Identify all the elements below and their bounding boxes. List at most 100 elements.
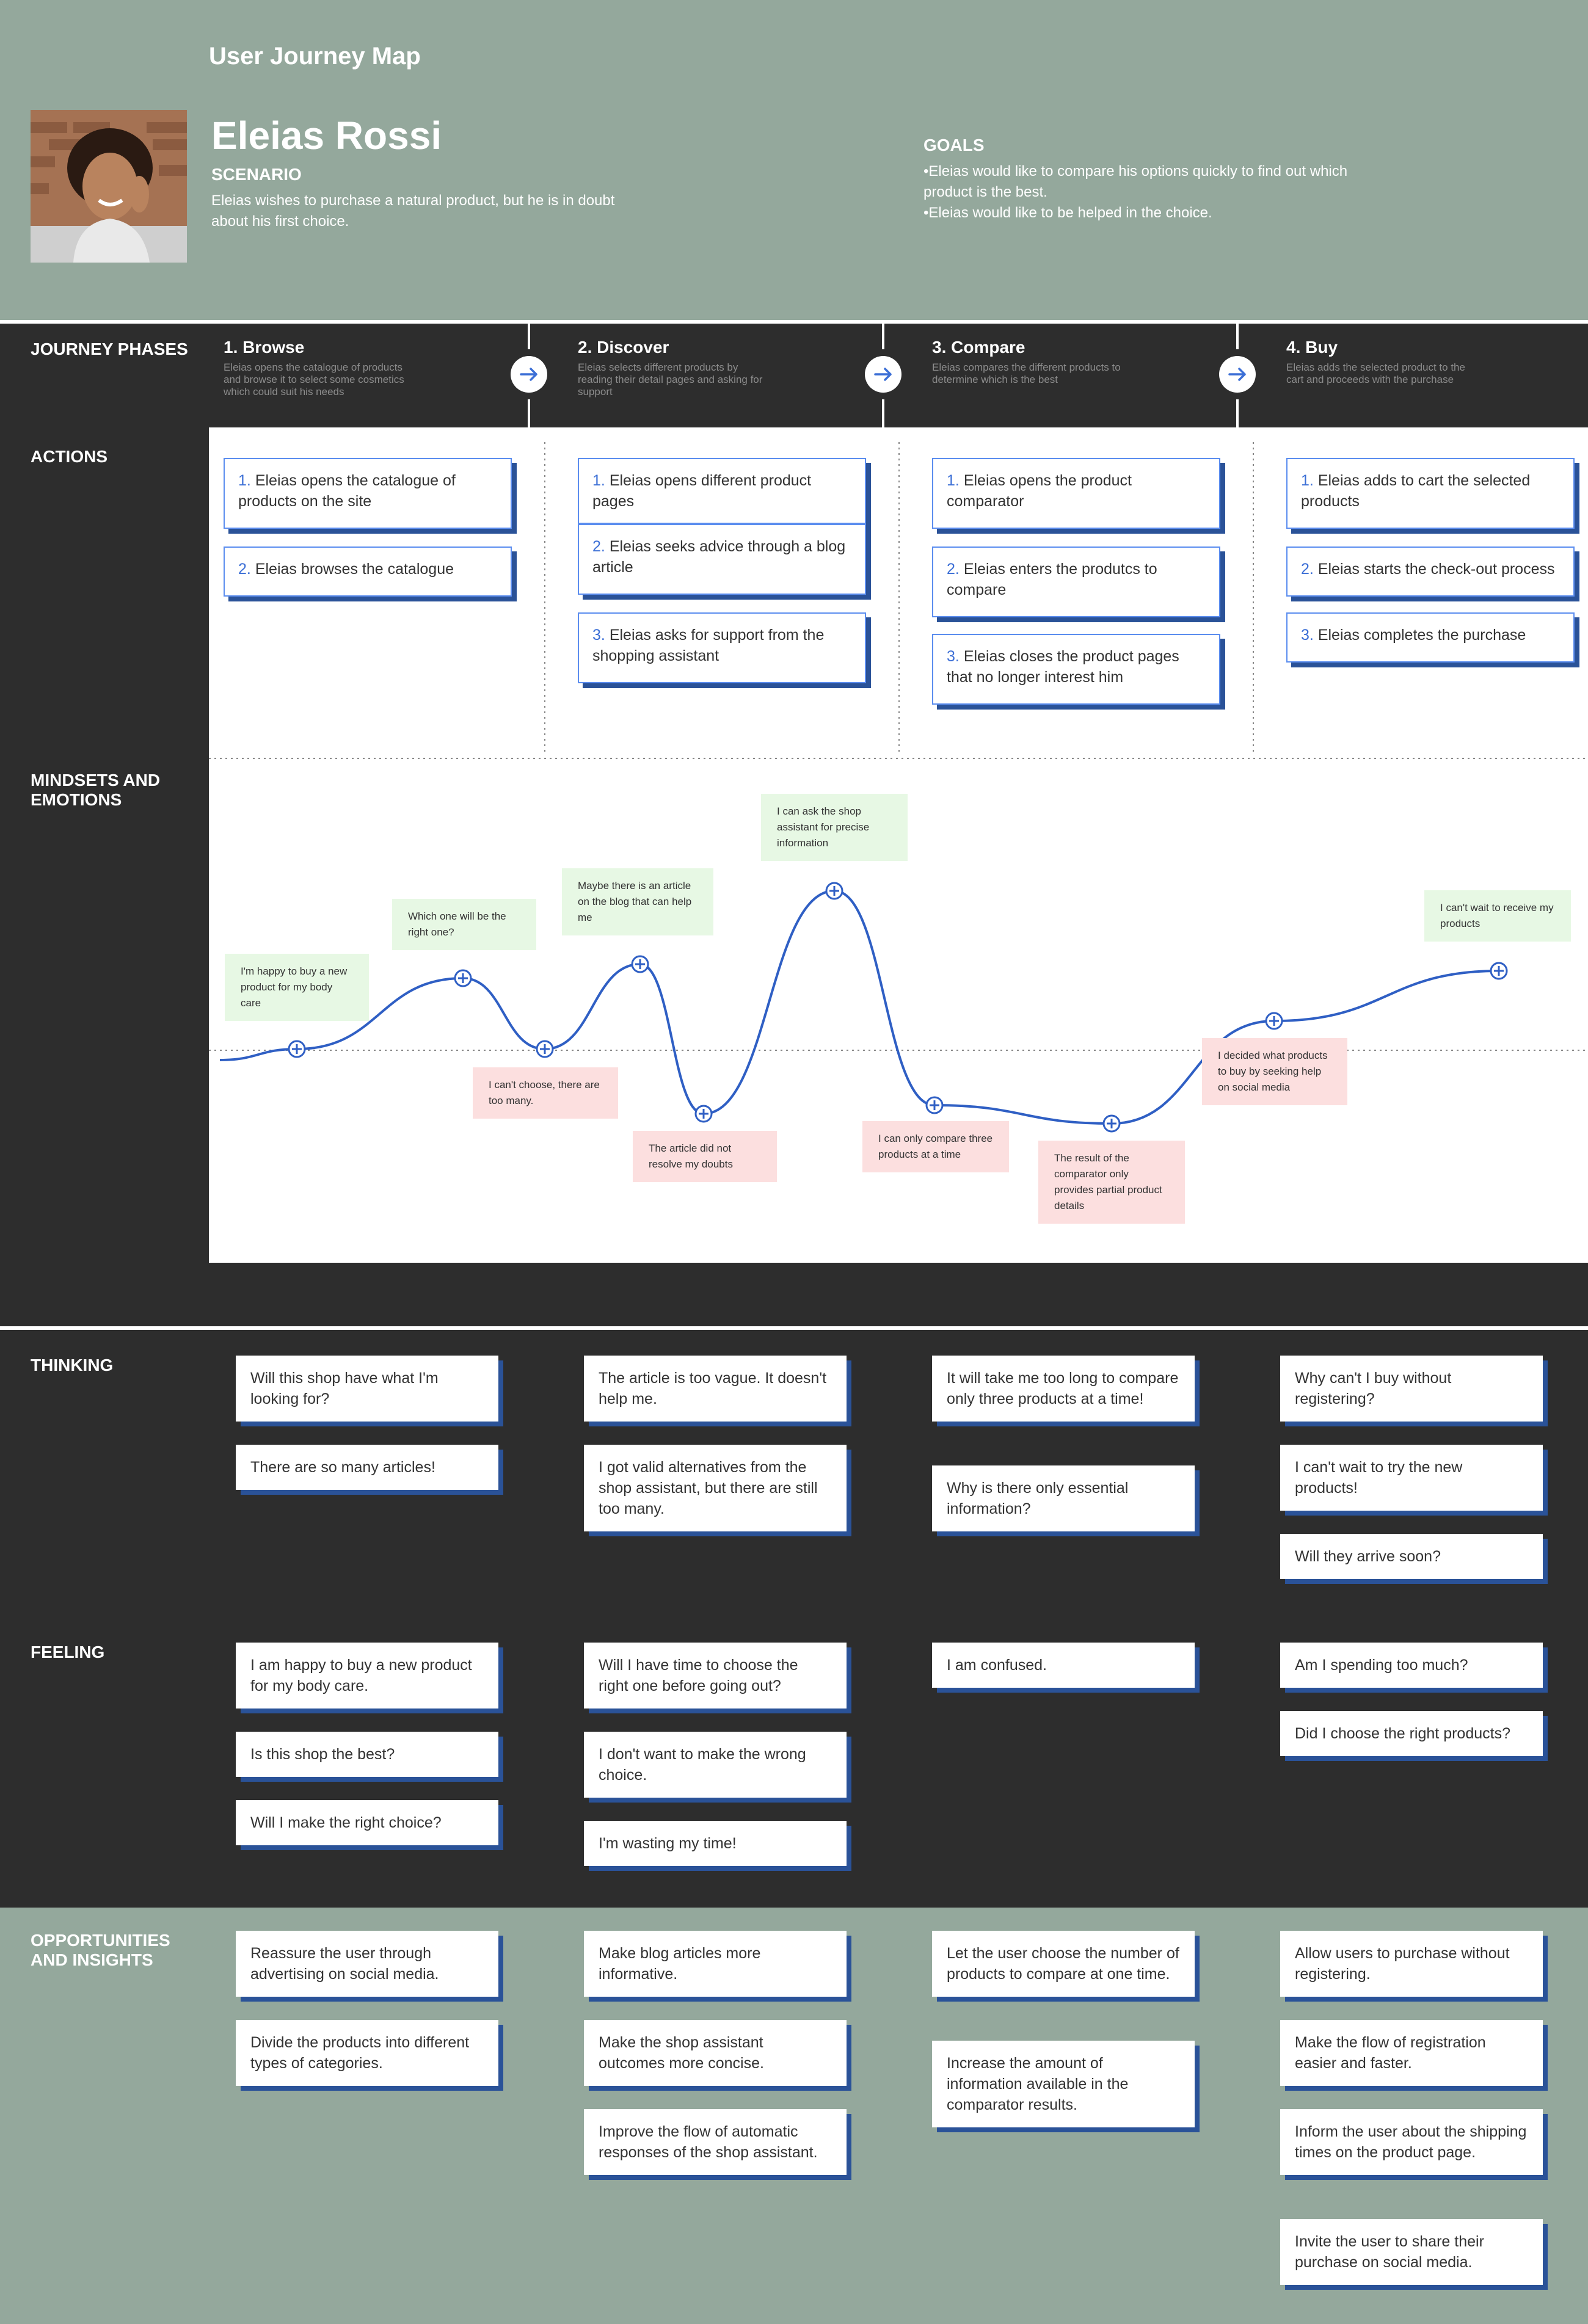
phase-connector [882,399,884,427]
opportunities-label: OPPORTUNITIES AND INSIGHTS [31,1931,189,1970]
opportunity-card: Make blog articles more informative. [584,1931,847,1997]
arrow-right-icon [1219,356,1256,393]
emotion-note: I'm happy to buy a new product for my bo… [225,954,369,1021]
emotion-point [455,970,471,986]
action-card: 3. Eleias completes the purchase [1286,612,1575,663]
emotion-point [1266,1013,1282,1029]
action-text: Eleias asks for support from the shoppin… [592,626,824,664]
phase-description: Eleias compares the different products t… [932,361,1121,386]
emotion-note: I can't choose, there are too many. [473,1067,618,1119]
action-card: 3. Eleias closes the product pages that … [932,634,1220,705]
phase-title: 4. Buy [1286,338,1338,357]
emotion-note: I can't wait to receive my products [1424,890,1571,942]
action-text: Eleias starts the check-out process [1318,561,1555,578]
phase-description: Eleias adds the selected product to the … [1286,361,1476,386]
feeling-card: Am I spending too much? [1280,1643,1543,1688]
thinking-label: THINKING [31,1356,113,1375]
opportunity-card: Make the shop assistant outcomes more co… [584,2020,847,2086]
opportunity-card: Invite the user to share their purchase … [1280,2219,1543,2285]
action-text: Eleias opens the catalogue of products o… [238,472,456,510]
phase-connector [1236,324,1239,349]
phase-title: 2. Discover [578,338,669,357]
action-number: 3. [947,648,960,665]
thinking-card: I got valid alternatives from the shop a… [584,1445,847,1531]
emotion-point [289,1041,305,1057]
feeling-card: Will I make the right choice? [236,1800,498,1845]
emotion-point [826,883,842,899]
action-number: 2. [947,561,960,578]
action-card: 2. Eleias starts the check-out process [1286,547,1575,597]
action-text: Eleias completes the purchase [1318,626,1526,644]
phase-connector [528,399,530,427]
action-number: 2. [1301,561,1314,578]
phase-title: 1. Browse [224,338,304,357]
thinking-card: The article is too vague. It doesn't hel… [584,1356,847,1422]
emotion-point [537,1041,553,1057]
action-text: Eleias enters the produtcs to compare [947,561,1157,598]
opportunity-card: Divide the products into different types… [236,2020,498,2086]
emotion-note: I can ask the shop assistant for precise… [761,794,908,861]
action-text: Eleias adds to cart the selected product… [1301,472,1530,510]
feeling-label: FEELING [31,1643,104,1662]
emotion-note: Which one will be the right one? [392,899,536,950]
action-text: Eleias opens different product pages [592,472,811,510]
phase-connector [882,324,884,349]
emotion-note: I decided what products to buy by seekin… [1202,1038,1347,1105]
avatar [31,110,187,263]
thinking-card: Why can't I buy without registering? [1280,1356,1543,1422]
phase-description: Eleias selects different products by rea… [578,361,767,398]
thinking-card: Will they arrive soon? [1280,1534,1543,1579]
action-number: 1. [238,472,251,489]
feeling-card: Will I have time to choose the right one… [584,1643,847,1709]
feeling-card: I don't want to make the wrong choice. [584,1732,847,1798]
feeling-card: I'm wasting my time! [584,1821,847,1866]
goal-item: •Eleias would like to be helped in the c… [923,203,1351,223]
action-card: 1. Eleias opens the product comparator [932,458,1220,529]
goals-label: GOALS [923,136,985,155]
opportunity-card: Allow users to purchase without register… [1280,1931,1543,1997]
emotion-note: The article did not resolve my doubts [633,1131,777,1182]
action-card: 1. Eleias adds to cart the selected prod… [1286,458,1575,529]
phase-connector [528,324,530,349]
emotion-point [1104,1116,1120,1131]
emotion-point [1491,963,1507,979]
action-card: 2. Eleias enters the produtcs to compare [932,547,1220,617]
goals-list: •Eleias would like to compare his option… [923,161,1351,223]
action-number: 1. [592,472,605,489]
persona-header: User Journey Map Eleias Rossi SCENARIO E… [0,0,1588,322]
action-card: 3. Eleias asks for support from the shop… [578,612,866,683]
phase-title: 3. Compare [932,338,1025,357]
opportunity-card: Inform the user about the shipping times… [1280,2109,1543,2175]
emotion-point [927,1097,942,1113]
thinking-card: Why is there only essential information? [932,1465,1195,1531]
emotion-point [632,956,648,972]
persona-name: Eleias Rossi [211,113,442,158]
arrow-right-icon [865,356,901,393]
scenario-label: SCENARIO [211,165,302,184]
action-card: 2. Eleias seeks advice through a blog ar… [578,524,866,595]
thinking-card: I can't wait to try the new products! [1280,1445,1543,1511]
opportunity-card: Improve the flow of automatic responses … [584,2109,847,2175]
mindsets-label: MINDSETS AND EMOTIONS [31,771,189,810]
action-text: Eleias browses the catalogue [255,561,454,578]
action-number: 3. [1301,626,1314,644]
action-number: 2. [238,561,251,578]
action-text: Eleias seeks advice through a blog artic… [592,538,845,576]
opportunity-card: Make the flow of registration easier and… [1280,2020,1543,2086]
feeling-card: I am confused. [932,1643,1195,1688]
opportunity-card: Increase the amount of information avail… [932,2041,1195,2127]
emotion-note: Maybe there is an article on the blog th… [562,868,713,935]
action-card: 1. Eleias opens different product pages [578,458,866,524]
emotion-point [696,1106,712,1122]
action-text: Eleias closes the product pages that no … [947,648,1179,686]
action-text: Eleias opens the product comparator [947,472,1132,510]
thinking-card: Will this shop have what I'm looking for… [236,1356,498,1422]
actions-label: ACTIONS [31,447,107,467]
opportunity-card: Let the user choose the number of produc… [932,1931,1195,1997]
thinking-card: It will take me too long to compare only… [932,1356,1195,1422]
opportunity-card: Reassure the user through advertising on… [236,1931,498,1997]
page-title: User Journey Map [209,43,421,70]
emotion-note: I can only compare three products at a t… [862,1121,1009,1172]
action-card: 1. Eleias opens the catalogue of product… [224,458,512,529]
action-card: 2. Eleias browses the catalogue [224,547,512,597]
